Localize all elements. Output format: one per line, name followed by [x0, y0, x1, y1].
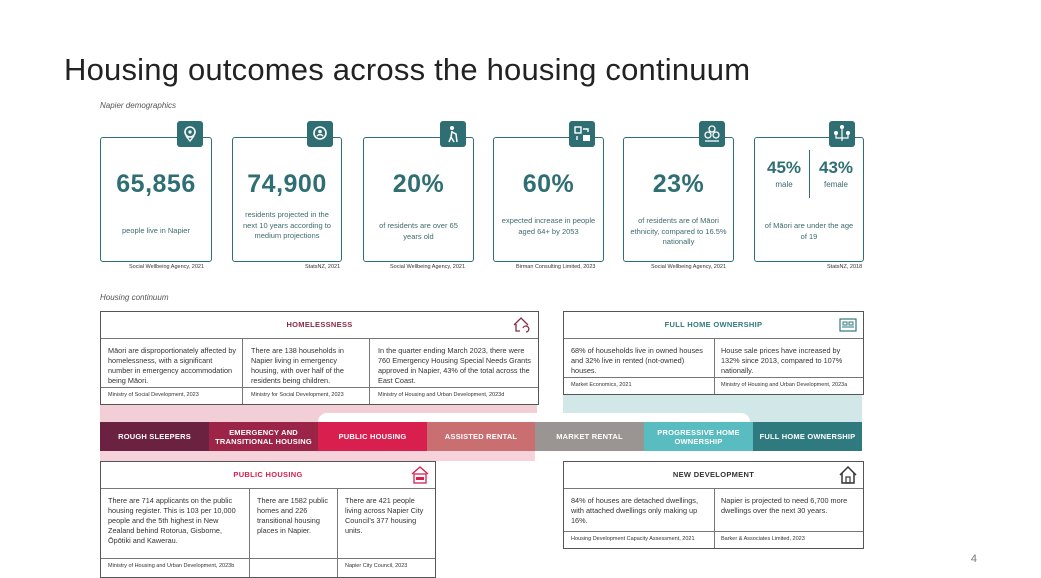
house-cycle-icon	[511, 315, 531, 335]
homelessness-panel: HOMELESSNESS Māori are disproportionatel…	[100, 311, 539, 405]
stat-value: 23%	[652, 170, 705, 198]
stat-value: 65,856	[116, 170, 196, 198]
continuum-assisted-rental: ASSISTED RENTAL	[427, 422, 535, 451]
divider	[714, 338, 715, 394]
stat-source: Birman Consulting Limited, 2023	[516, 264, 596, 270]
continuum-emergency-transitional: EMERGENCY AND TRANSITIONAL HOUSING	[209, 422, 318, 451]
stat-description: of residents are of Māori ethnicity, com…	[630, 216, 727, 246]
divider	[564, 531, 863, 532]
people-group-icon	[699, 121, 725, 147]
stat-description: of Māori are under the age of 19	[764, 221, 854, 241]
stat-description: people live in Napier	[122, 226, 190, 235]
continuum-progressive-ownership: PROGRESSIVE HOME OWNERSHIP	[644, 422, 753, 451]
divider	[242, 338, 243, 404]
stat-source: Social Wellbeing Agency, 2021	[651, 264, 727, 270]
divider	[101, 558, 435, 559]
panel-source: Ministry of Housing and Urban Developmen…	[108, 563, 235, 569]
divider	[101, 387, 538, 388]
panel-text: There are 421 people living across Napie…	[345, 496, 424, 535]
panel-title: NEW DEVELOPMENT	[672, 470, 755, 479]
panel-text: 68% of households live in owned houses a…	[571, 346, 703, 375]
stat-source: StatsNZ, 2021	[305, 264, 341, 270]
stat-card-population: 65,856 people live in Napier	[100, 137, 212, 262]
stat-source: Social Wellbeing Agency, 2021	[390, 264, 466, 270]
divider	[101, 338, 538, 339]
stat-source: StatsNZ, 2018	[827, 264, 863, 270]
panel-text: 84% of houses are detached dwellings, wi…	[571, 496, 698, 525]
panel-source: Housing Development Capacity Assessment,…	[571, 536, 695, 542]
stat-description: expected increase in people aged 64+ by …	[501, 216, 596, 236]
panel-text: Napier is projected to need 6,700 more d…	[721, 496, 848, 515]
stat-value: 74,900	[247, 170, 327, 198]
divider	[564, 338, 863, 339]
stat-card-maori-ethnicity: 23% of residents are of Māori ethnicity,…	[623, 137, 734, 262]
panel-source: Barker & Associates Limited, 2023	[721, 536, 805, 542]
stat-value: 20%	[392, 170, 445, 198]
continuum-rough-sleepers: ROUGH SLEEPERS	[100, 422, 209, 451]
stat-source: Social Wellbeing Agency, 2021	[129, 264, 205, 270]
stat-description: residents projected in the next 10 years…	[243, 210, 331, 240]
public-housing-highlight	[100, 451, 535, 461]
continuum-notch	[318, 413, 750, 422]
stat-value: 60%	[522, 170, 575, 198]
female-value: 43%	[818, 158, 854, 177]
stat-card-over-65: 20% of residents are over 65 years old	[363, 137, 474, 262]
stat-card-maori-under-19: 45% male 43% female of Māori are under t…	[754, 137, 864, 262]
stat-card-aged-increase: 60% expected increase in people aged 64+…	[493, 137, 604, 262]
panel-text: Māori are disproportionately affected by…	[108, 346, 237, 385]
divider	[564, 377, 863, 378]
panel-source: Ministry of Housing and Urban Developmen…	[378, 392, 505, 398]
female-label: female	[823, 180, 848, 189]
full-ownership-panel: FULL HOME OWNERSHIP 68% of households li…	[563, 311, 864, 395]
panel-source: Market Economics, 2021	[571, 382, 632, 388]
continuum-market-rental: MARKET RENTAL	[535, 422, 644, 451]
continuum-full-ownership: FULL HOME OWNERSHIP	[753, 422, 862, 451]
continuum-label: Housing continuum	[100, 293, 169, 302]
panel-text: House sale prices have increased by 132%…	[721, 346, 843, 375]
divider	[101, 488, 435, 489]
location-pin-icon	[177, 121, 203, 147]
continuum-public-housing: PUBLIC HOUSING	[318, 422, 427, 451]
panel-text: There are 1582 public homes and 226 tran…	[257, 496, 328, 535]
panel-title: FULL HOME OWNERSHIP	[664, 320, 763, 329]
page-title: Housing outcomes across the housing cont…	[64, 52, 751, 87]
male-value: 45%	[766, 158, 802, 177]
bed-icon	[838, 315, 858, 335]
stat-card-projection: 74,900 residents projected in the next 1…	[232, 137, 342, 262]
gender-divider	[809, 150, 810, 198]
divider	[564, 488, 863, 489]
panel-title: HOMELESSNESS	[286, 320, 353, 329]
public-housing-panel: PUBLIC HOUSING There are 714 applicants …	[100, 461, 436, 578]
male-label: male	[775, 180, 793, 189]
panel-text: There are 138 households in Napier livin…	[251, 346, 344, 385]
demographics-label: Napier demographics	[100, 101, 177, 110]
page-number: 4	[970, 553, 977, 565]
divider	[369, 338, 370, 404]
house-outline-icon	[838, 465, 858, 485]
new-development-panel: NEW DEVELOPMENT 84% of houses are detach…	[563, 461, 864, 549]
divider	[249, 488, 250, 577]
divider	[337, 488, 338, 577]
divider	[714, 488, 715, 548]
panel-text: In the quarter ending March 2023, there …	[378, 346, 531, 385]
trend-arrow-icon	[569, 121, 595, 147]
location-pin-icon	[307, 121, 333, 147]
stat-description: of residents are over 65 years old	[379, 221, 458, 241]
panel-source: Ministry of Social Development, 2023	[108, 392, 199, 398]
panel-title: PUBLIC HOUSING	[233, 470, 303, 479]
elderly-person-icon	[440, 121, 466, 147]
family-tree-icon	[829, 121, 855, 147]
panel-source: Ministry of Housing and Urban Developmen…	[721, 382, 848, 388]
panel-source: Napier City Council, 2023	[345, 563, 408, 569]
panel-text: There are 714 applicants on the public h…	[108, 496, 236, 545]
panel-source: Ministry for Social Development, 2023	[251, 392, 344, 398]
house-bed-icon	[410, 465, 430, 485]
